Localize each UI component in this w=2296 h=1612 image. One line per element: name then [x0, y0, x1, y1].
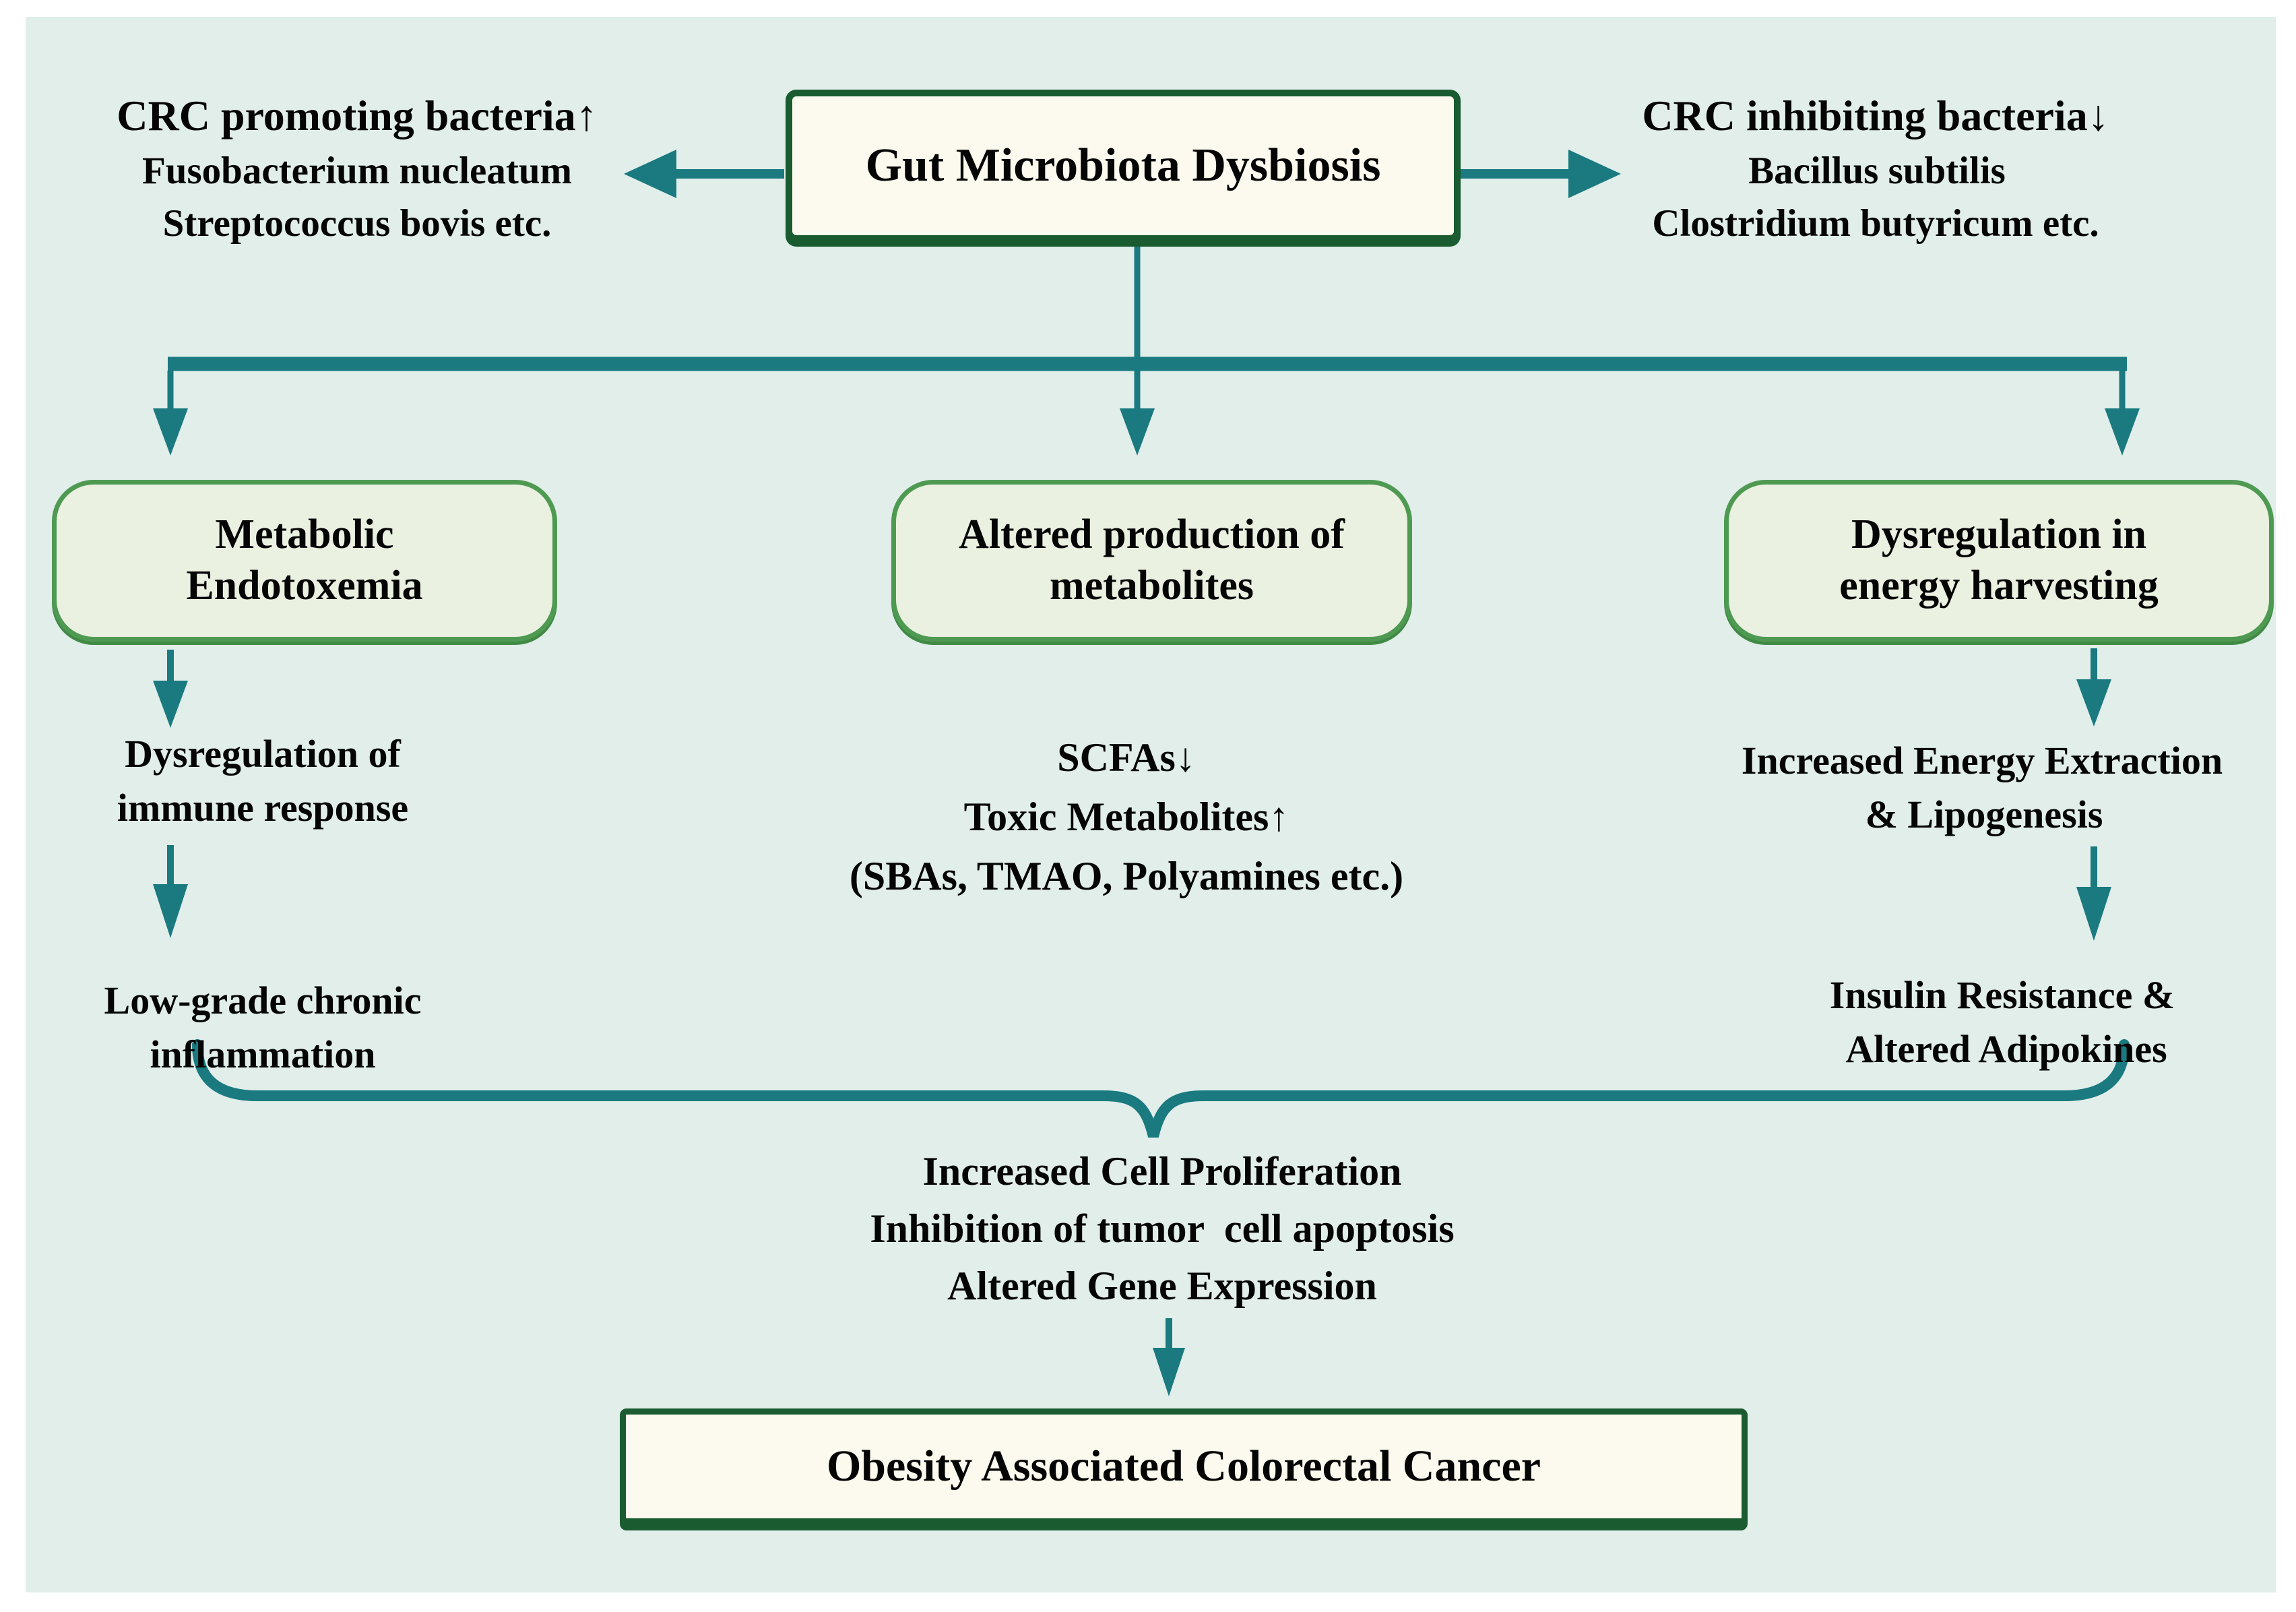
node-label: Gut Microbiota Dysbiosis [865, 140, 1381, 191]
down-arrow-icon [2076, 679, 2111, 726]
down-arrow-icon [2105, 408, 2140, 456]
merge-effect-line3: Altered Gene Expression [947, 1264, 1377, 1308]
down-arrow-icon [153, 681, 188, 728]
crc-promoting-bacteria-label: CRC promoting bacteria↑ [117, 92, 598, 140]
node-label: Obesity Associated Colorectal Cancer [826, 1442, 1541, 1491]
low-grade-inflammation-line2: inflammation [150, 1032, 376, 1076]
clostridium-butyricum-label: Clostridium butyricum etc. [1652, 202, 2099, 245]
down-arrow-icon [2076, 887, 2111, 941]
right-arrow-icon [1459, 150, 1621, 198]
node-label: Metabolic Endotoxemia [186, 512, 423, 609]
node-label: Dysregulation in energy harvesting [1839, 512, 2159, 609]
dysregulation-immune-line2: immune response [117, 786, 409, 830]
down-arrow-icon [153, 884, 188, 938]
insulin-resistance-line2: Altered Adipokines [1845, 1027, 2167, 1071]
merge-effect-line2: Inhibition of tumor cell apoptosis [870, 1206, 1455, 1251]
figure-canvas: Gut Microbiota Dysbiosis CRC promoting b… [26, 17, 2276, 1592]
left-arrow-icon [624, 150, 784, 198]
sbas-tmao-polyamines-label: (SBAs, TMAO, Polyamines etc.) [849, 854, 1404, 898]
node-dysregulation-energy-harvesting: Dysregulation in energy harvesting [1724, 480, 2274, 642]
outcome-arrow-icon [1153, 1318, 1185, 1396]
merge-brace [192, 1039, 2130, 1138]
insulin-resistance-line1: Insulin Resistance & [1829, 973, 2175, 1017]
fusobacterium-nucleatum-label: Fusobacterium nucleatum [141, 150, 573, 192]
node-gut-microbiota-dysbiosis: Gut Microbiota Dysbiosis [786, 90, 1461, 242]
crc-inhibiting-bacteria-label: CRC inhibiting bacteria↓ [1642, 92, 2109, 140]
low-grade-inflammation-line1: Low-grade chronic [104, 979, 422, 1022]
bacillus-subtilis-label: Bacillus subtilis [1748, 150, 2006, 192]
streptococcus-bovis-label: Streptococcus bovis etc. [162, 202, 552, 245]
toxic-metabolites-label: Toxic Metabolites↑ [963, 795, 1289, 839]
scfas-label: SCFAs↓ [1057, 735, 1196, 780]
node-metabolic-endotoxemia: Metabolic Endotoxemia [52, 480, 557, 642]
increased-energy-extraction-line1: Increased Energy Extraction [1741, 739, 2223, 782]
merge-effect-line1: Increased Cell Proliferation [922, 1149, 1402, 1194]
increased-energy-extraction-line2: & Lipogenesis [1865, 793, 2103, 836]
dysregulation-immune-line1: Dysregulation of [125, 732, 401, 776]
down-arrow-icon [1120, 408, 1155, 456]
node-label: Altered production of metabolites [959, 512, 1345, 609]
branch-connector [153, 243, 2140, 456]
down-arrow-icon [153, 408, 188, 456]
node-obesity-associated-colorectal-cancer: Obesity Associated Colorectal Cancer [620, 1408, 1748, 1524]
node-altered-production-of-metabolites: Altered production of metabolites [891, 480, 1412, 642]
